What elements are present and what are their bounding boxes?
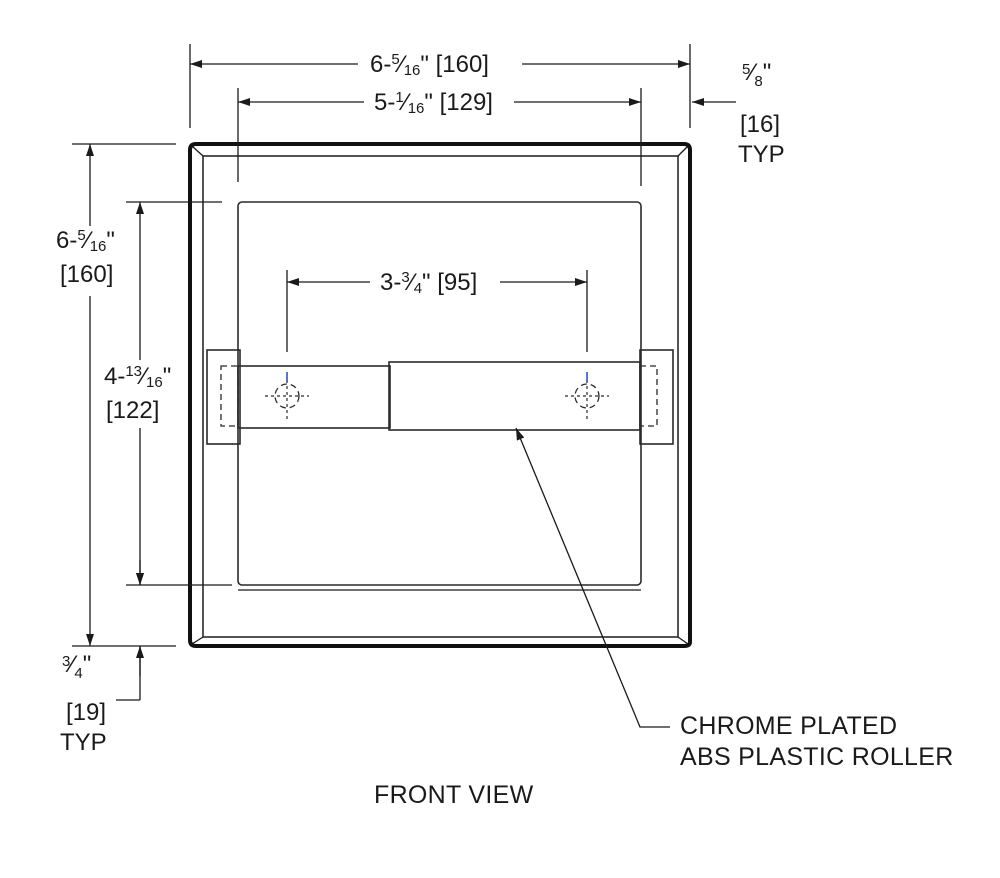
roller-callout: CHROME PLATED ABS PLASTIC ROLLER xyxy=(515,427,954,771)
bottom-flange-fraction: 3⁄4" xyxy=(62,651,91,682)
right-bracket-hidden xyxy=(639,365,658,427)
dim-bottom-flange: 3⁄4" [19] TYP xyxy=(60,560,144,756)
right-pivot xyxy=(565,372,609,420)
callout-line-2: ABS PLASTIC ROLLER xyxy=(680,743,954,771)
inner-height-fraction: 4-13⁄16" xyxy=(104,363,171,391)
roller-span-label: 3-3⁄4" [95] xyxy=(380,269,477,297)
left-bracket xyxy=(206,349,241,445)
dim-roller-span: 3-3⁄4" [95] xyxy=(286,269,588,352)
side-flange-typ: TYP xyxy=(738,141,785,168)
dim-inner-height: 4-13⁄16" [122] xyxy=(104,201,232,586)
part-outline xyxy=(188,142,692,648)
overall-height-metric: [160] xyxy=(60,261,113,288)
bottom-flange-typ: TYP xyxy=(60,729,107,756)
dim-overall-width: 6-5⁄16" [160] xyxy=(189,44,691,128)
flange-bevel xyxy=(202,155,679,638)
right-bracket xyxy=(639,349,674,445)
left-pivot xyxy=(265,372,309,420)
callout-line-1: CHROME PLATED xyxy=(680,712,897,740)
left-bracket-hidden xyxy=(220,365,239,427)
outer-flange xyxy=(188,142,692,648)
roller-sleeve xyxy=(388,361,641,431)
bottom-flange-metric: [19] xyxy=(66,699,106,726)
inner-width-label: 5-1⁄16" [129] xyxy=(374,89,493,117)
roller-spindle xyxy=(237,365,391,429)
overall-width-label: 6-5⁄16" [160] xyxy=(370,51,489,79)
inner-height-metric: [122] xyxy=(106,397,159,424)
dim-side-flange: 5⁄8" [16] TYP xyxy=(692,59,785,168)
side-flange-metric: [16] xyxy=(740,111,780,138)
view-title: FRONT VIEW xyxy=(374,781,534,809)
overall-height-fraction: 6-5⁄16" xyxy=(56,227,115,255)
dim-inner-width: 5-1⁄16" [129] xyxy=(237,88,642,186)
dim-overall-height: 6-5⁄16" [160] xyxy=(56,143,176,647)
side-flange-fraction: 5⁄8" xyxy=(742,59,771,90)
